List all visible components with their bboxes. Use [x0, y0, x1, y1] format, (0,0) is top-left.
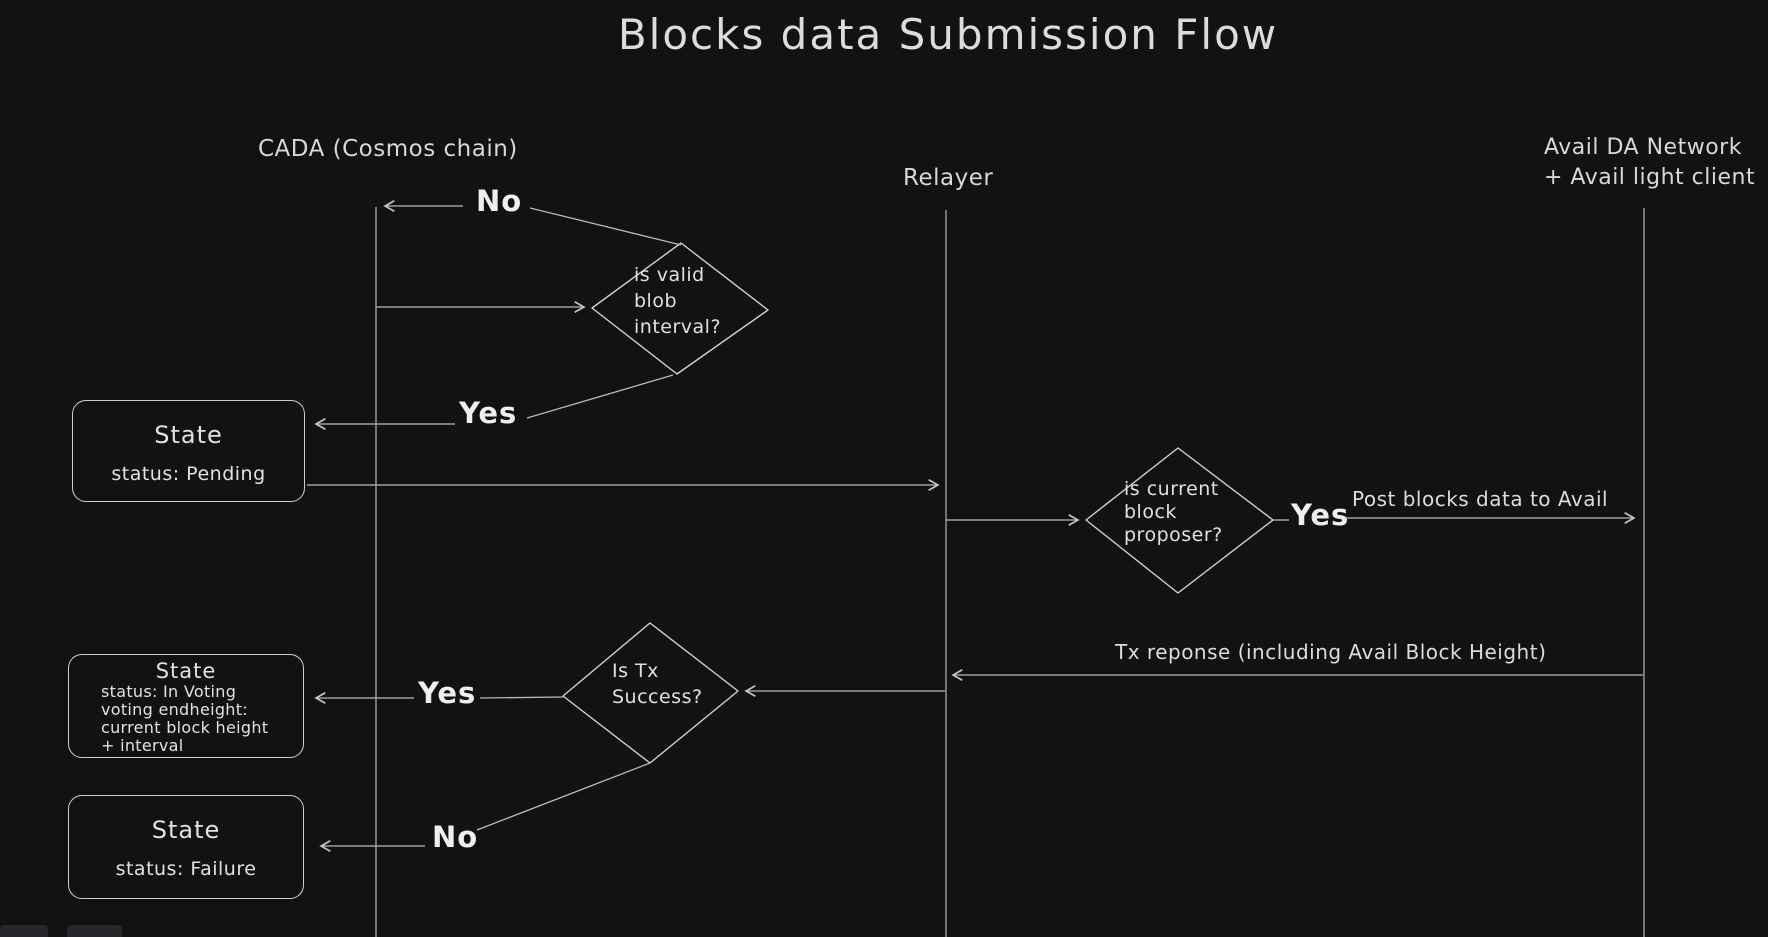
state-voting-line3: current block height: [101, 718, 269, 737]
edge-label-tx-response[interactable]: Tx reponse (including Avail Block Height…: [1115, 640, 1547, 664]
edge-label-no-top[interactable]: No: [476, 184, 523, 218]
edge-diamond1-to-yes: [526, 374, 674, 419]
state-voting-title: State: [155, 659, 217, 683]
state-box-failure[interactable]: State status: Failure: [68, 795, 304, 899]
relayer-lifeline-label[interactable]: Relayer: [903, 165, 994, 191]
bottom-partial-button-2[interactable]: [67, 925, 122, 937]
diagram-title: Blocks data Submission Flow: [617, 10, 1279, 59]
state-voting-line2: voting endheight:: [101, 700, 248, 719]
diamond-valid-blob-interval[interactable]: [591, 242, 769, 375]
state-box-in-voting[interactable]: State status: In Voting voting endheight…: [68, 654, 304, 758]
edge-label-yes-voting[interactable]: Yes: [418, 676, 477, 710]
state-pending-status: status: Pending: [111, 463, 266, 485]
bottom-partial-button-1[interactable]: [0, 925, 48, 937]
state-voting-line1: status: In Voting: [101, 682, 237, 701]
diamond-tx-success-text: Is Tx Success?: [612, 660, 703, 708]
edge-label-yes-proposer[interactable]: Yes: [1291, 498, 1350, 532]
state-voting-line4: + interval: [101, 736, 184, 755]
edge-label-post-blocks[interactable]: Post blocks data to Avail: [1352, 487, 1609, 511]
diamond-current-block-proposer[interactable]: [1085, 447, 1274, 594]
edge-diamond3-to-yes: [479, 696, 564, 699]
edge-label-yes-pending[interactable]: Yes: [459, 396, 518, 430]
avail-label-line2: + Avail light client: [1544, 165, 1756, 190]
edge-diamond1-to-no: [529, 207, 682, 246]
avail-lifeline-label[interactable]: Avail DA Network + Avail light client: [1544, 133, 1755, 193]
diamond-current-proposer-text: is current block proposer?: [1124, 478, 1223, 546]
edge-diamond3-to-no: [476, 762, 651, 831]
edge-label-no-failure[interactable]: No: [432, 820, 479, 854]
state-pending-title: State: [154, 421, 223, 449]
state-box-pending[interactable]: State status: Pending: [72, 400, 305, 502]
state-failure-status: status: Failure: [115, 858, 257, 880]
cada-lifeline-label[interactable]: CADA (Cosmos chain): [258, 136, 518, 162]
avail-label-line1: Avail DA Network: [1544, 135, 1742, 160]
diamond-valid-blob-text: is valid blob interval?: [634, 264, 722, 338]
state-failure-title: State: [151, 816, 221, 844]
